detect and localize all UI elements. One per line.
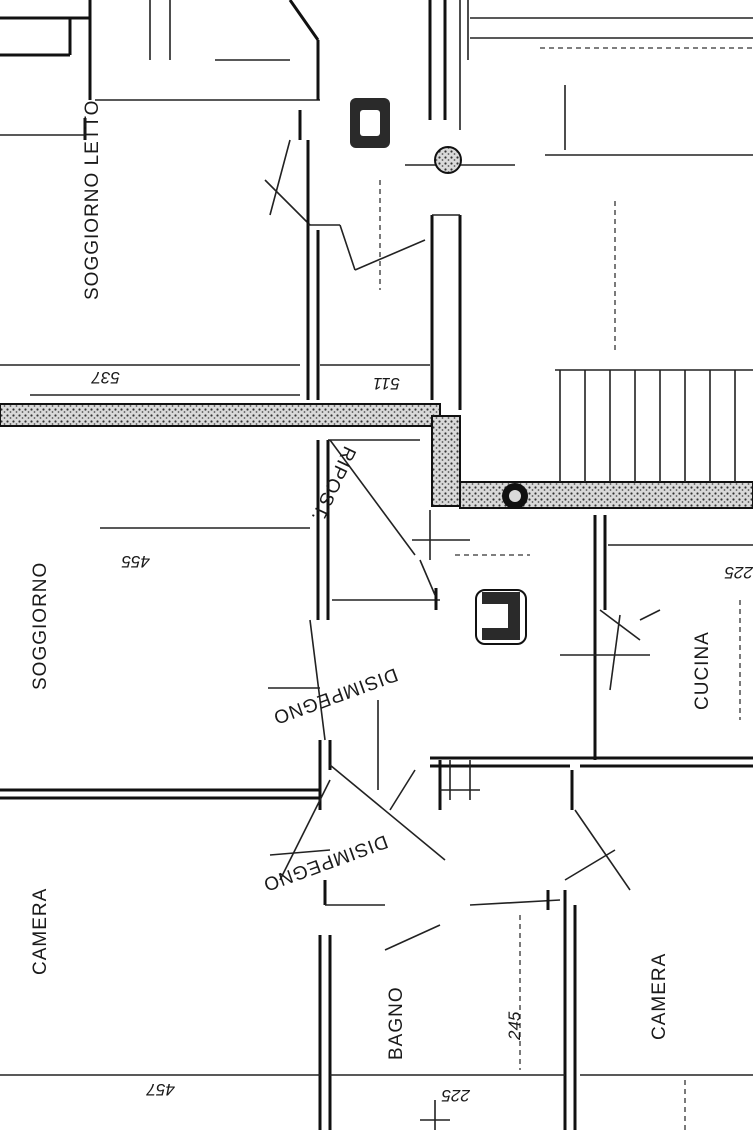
dimension-row-top: [0, 364, 430, 396]
dimension-245: 245: [505, 1011, 524, 1041]
stair-treads: [555, 200, 753, 482]
lower-walls: [0, 740, 753, 1130]
dimension-511: 511: [373, 374, 400, 393]
dimension-225-top: 225: [724, 563, 753, 582]
dimension-225-bottom: 225: [441, 1086, 471, 1105]
chimney-symbol-top: [350, 98, 462, 174]
room-label-bagno: BAGNO: [386, 986, 407, 1060]
dimension-457: 457: [146, 1080, 175, 1099]
middle-walls: [100, 439, 753, 790]
top-walls: [0, 0, 753, 156]
dimension-537: 537: [91, 368, 120, 387]
hatched-wall-band: [0, 403, 753, 509]
dimension-455: 455: [121, 552, 150, 571]
chimney-symbol-middle: [475, 589, 527, 645]
room-label-cucina: CUCINA: [692, 631, 713, 710]
room-label-ripost: RIPOST.: [306, 443, 359, 525]
room-label-camera-right: CAMERA: [649, 953, 670, 1040]
soggiorno-letto-walls: [0, 110, 515, 410]
room-label-camera-left: CAMERA: [30, 888, 51, 975]
room-label-soggiorno: SOGGIORNO: [30, 562, 51, 690]
room-label-soggiorno-letto: SOGGIORNO LETTO: [82, 100, 103, 300]
room-label-disimpegno-upper: DISIMPEGNO: [270, 663, 401, 728]
